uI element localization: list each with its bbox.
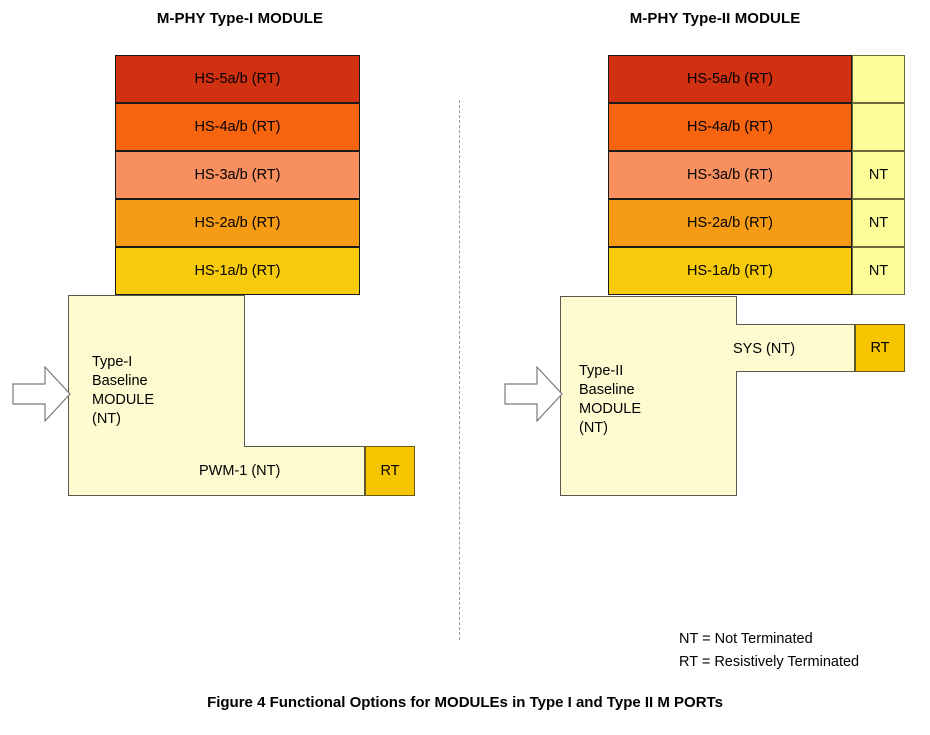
type2-baseline-module-arm bbox=[736, 324, 855, 372]
type1-baseline-module-body bbox=[68, 295, 245, 496]
type1-gear-hs2: HS-2a/b (RT) bbox=[115, 199, 360, 247]
type2-baseline-module-body bbox=[560, 296, 737, 496]
type2-gear-hs4: HS-4a/b (RT) bbox=[608, 103, 852, 151]
type2-gear-hs3-label: HS-3a/b (RT) bbox=[687, 167, 773, 183]
type1-title: M-PHY Type-I MODULE bbox=[156, 10, 324, 27]
type1-arm-label: PWM-1 (NT) bbox=[199, 463, 281, 479]
type2-gear-hs5: HS-5a/b (RT) bbox=[608, 55, 852, 103]
section-divider bbox=[459, 100, 460, 640]
type2-nt-hs3-label: NT bbox=[868, 167, 889, 183]
type1-gear-hs5: HS-5a/b (RT) bbox=[115, 55, 360, 103]
type2-gear-hs5-label: HS-5a/b (RT) bbox=[687, 71, 773, 87]
type1-gear-hs3-label: HS-3a/b (RT) bbox=[194, 167, 281, 183]
legend: NT = Not Terminated RT = Resistively Ter… bbox=[679, 628, 859, 674]
type2-arm-terminator: RT bbox=[855, 324, 905, 372]
type1-gear-hs4: HS-4a/b (RT) bbox=[115, 103, 360, 151]
type2-module-seam bbox=[736, 325, 738, 371]
type2-gear-hs4-label: HS-4a/b (RT) bbox=[687, 119, 773, 135]
type2-gear-hs2-label: HS-2a/b (RT) bbox=[687, 215, 773, 231]
type1-arm-terminator-label: RT bbox=[380, 463, 400, 479]
type1-module-seam bbox=[244, 447, 246, 495]
type2-gear-hs3: HS-3a/b (RT) bbox=[608, 151, 852, 199]
type2-gear-hs2: HS-2a/b (RT) bbox=[608, 199, 852, 247]
type1-gear-hs1: HS-1a/b (RT) bbox=[115, 247, 360, 295]
type2-input-arrow bbox=[504, 366, 563, 422]
type2-title: M-PHY Type-II MODULE bbox=[629, 10, 801, 27]
type1-gear-hs5-label: HS-5a/b (RT) bbox=[194, 71, 281, 87]
type2-gear-hs1-label: HS-1a/b (RT) bbox=[687, 263, 773, 279]
type1-gear-hs3: HS-3a/b (RT) bbox=[115, 151, 360, 199]
type1-gear-hs1-label: HS-1a/b (RT) bbox=[194, 263, 281, 279]
type2-gear-hs1: HS-1a/b (RT) bbox=[608, 247, 852, 295]
type1-arm-terminator: RT bbox=[365, 446, 415, 496]
type2-nt-hs2-label: NT bbox=[868, 215, 889, 231]
type1-baseline-module-arm bbox=[244, 446, 365, 496]
type2-nt-hs5 bbox=[852, 55, 905, 103]
type1-gear-hs2-label: HS-2a/b (RT) bbox=[194, 215, 281, 231]
type2-nt-hs2: NT bbox=[852, 199, 905, 247]
type2-module-label: Type-II Baseline MODULE (NT) bbox=[579, 363, 642, 436]
figure-caption: Figure 4 Functional Options for MODULEs … bbox=[207, 694, 723, 711]
type1-gear-hs4-label: HS-4a/b (RT) bbox=[194, 119, 281, 135]
type2-arm-terminator-label: RT bbox=[870, 340, 890, 356]
type2-nt-hs1-label: NT bbox=[868, 263, 889, 279]
type2-nt-hs3: NT bbox=[852, 151, 905, 199]
legend-rt: RT = Resistively Terminated bbox=[679, 654, 860, 670]
type2-nt-hs4 bbox=[852, 103, 905, 151]
type2-arm-label: SYS (NT) bbox=[733, 341, 796, 357]
legend-nt: NT = Not Terminated bbox=[679, 631, 813, 647]
type1-input-arrow bbox=[12, 366, 71, 422]
type2-nt-hs1: NT bbox=[852, 247, 905, 295]
type1-module-label: Type-I Baseline MODULE (NT) bbox=[92, 354, 155, 427]
